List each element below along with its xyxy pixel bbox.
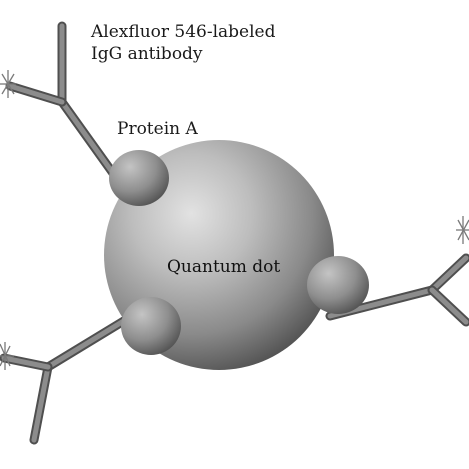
protein-a-blob-right <box>307 256 369 314</box>
protein-a-label: Protein A <box>117 119 198 139</box>
protein-a-blob-top <box>109 150 169 206</box>
antibody-top-left <box>5 21 125 188</box>
fluorophore-star-top-left <box>0 70 16 98</box>
fluorophore-star-right <box>456 216 469 244</box>
antibody-label-line1: Alexfluor 546-labeled <box>90 22 276 42</box>
quantum-dot-label: Quantum dot <box>167 257 280 277</box>
fluorophore-star-bottom-left <box>0 342 14 370</box>
antibody-label-line2: IgG antibody <box>91 44 203 64</box>
protein-a-blob-left <box>121 297 181 355</box>
